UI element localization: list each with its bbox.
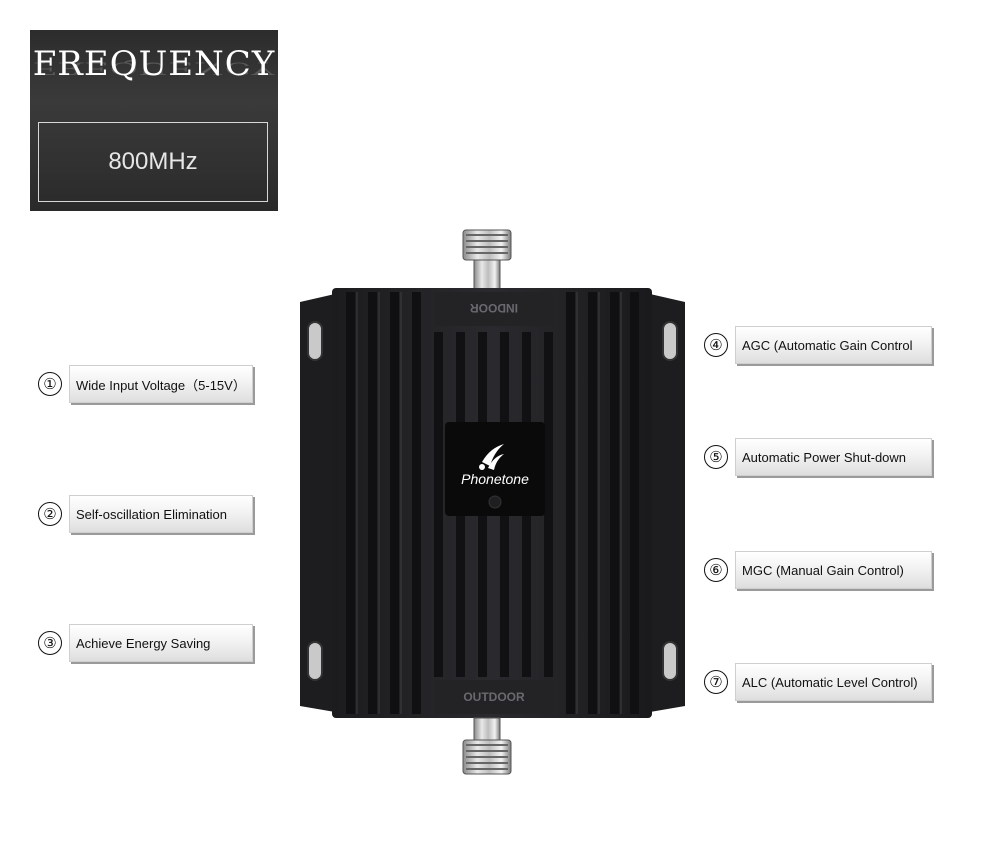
feature-label: Achieve Energy Saving bbox=[69, 624, 253, 662]
brand-panel bbox=[445, 422, 545, 516]
frequency-title-reflection: FREQUENCY bbox=[32, 58, 276, 78]
feature-label: Wide Input Voltage（5-15V） bbox=[69, 365, 253, 403]
feature-label: Automatic Power Shut-down bbox=[735, 438, 932, 476]
feature-number: ① bbox=[38, 372, 62, 396]
frequency-badge: FREQUENCY FREQUENCY 800MHz bbox=[30, 30, 278, 211]
feature-label: MGC (Manual Gain Control) bbox=[735, 551, 932, 589]
feature-number: ⑤ bbox=[704, 445, 728, 469]
top-antenna-connector bbox=[462, 229, 512, 291]
feature-number: ⑦ bbox=[704, 670, 728, 694]
brand-name: Phonetone bbox=[461, 471, 529, 487]
feature-number: ⑥ bbox=[704, 558, 728, 582]
feature-agc: ④ AGC (Automatic Gain Control bbox=[704, 325, 932, 365]
feature-self-oscillation-elimination: ② Self-oscillation Elimination bbox=[38, 494, 253, 534]
feature-wide-input-voltage: ① Wide Input Voltage（5-15V） bbox=[38, 364, 253, 404]
signal-booster-device: INDOOR OUTDOOR Phonetone bbox=[290, 222, 695, 782]
feature-label: ALC (Automatic Level Control) bbox=[735, 663, 932, 701]
feature-mgc: ⑥ MGC (Manual Gain Control) bbox=[704, 550, 932, 590]
status-led bbox=[488, 495, 502, 509]
frequency-value: 800MHz bbox=[108, 148, 198, 175]
feature-label: AGC (Automatic Gain Control bbox=[735, 326, 932, 364]
feature-label: Self-oscillation Elimination bbox=[69, 495, 253, 533]
feature-automatic-power-shutdown: ⑤ Automatic Power Shut-down bbox=[704, 437, 932, 477]
bottom-antenna-connector bbox=[462, 717, 512, 775]
feature-number: ② bbox=[38, 502, 62, 526]
device-illustration: INDOOR OUTDOOR Phonetone bbox=[300, 229, 685, 775]
feature-number: ③ bbox=[38, 631, 62, 655]
feature-achieve-energy-saving: ③ Achieve Energy Saving bbox=[38, 623, 253, 663]
phonetone-logo-icon bbox=[479, 444, 504, 470]
mount-slot bbox=[307, 321, 323, 361]
mount-slot bbox=[662, 321, 678, 361]
mount-slot bbox=[307, 641, 323, 681]
outdoor-port-label: OUTDOOR bbox=[463, 690, 525, 704]
mount-slot bbox=[662, 641, 678, 681]
feature-alc: ⑦ ALC (Automatic Level Control) bbox=[704, 662, 932, 702]
frequency-value-box: 800MHz bbox=[38, 122, 268, 202]
feature-number: ④ bbox=[704, 333, 728, 357]
indoor-port-label: INDOOR bbox=[470, 301, 518, 315]
frequency-title: FREQUENCY bbox=[32, 44, 276, 84]
